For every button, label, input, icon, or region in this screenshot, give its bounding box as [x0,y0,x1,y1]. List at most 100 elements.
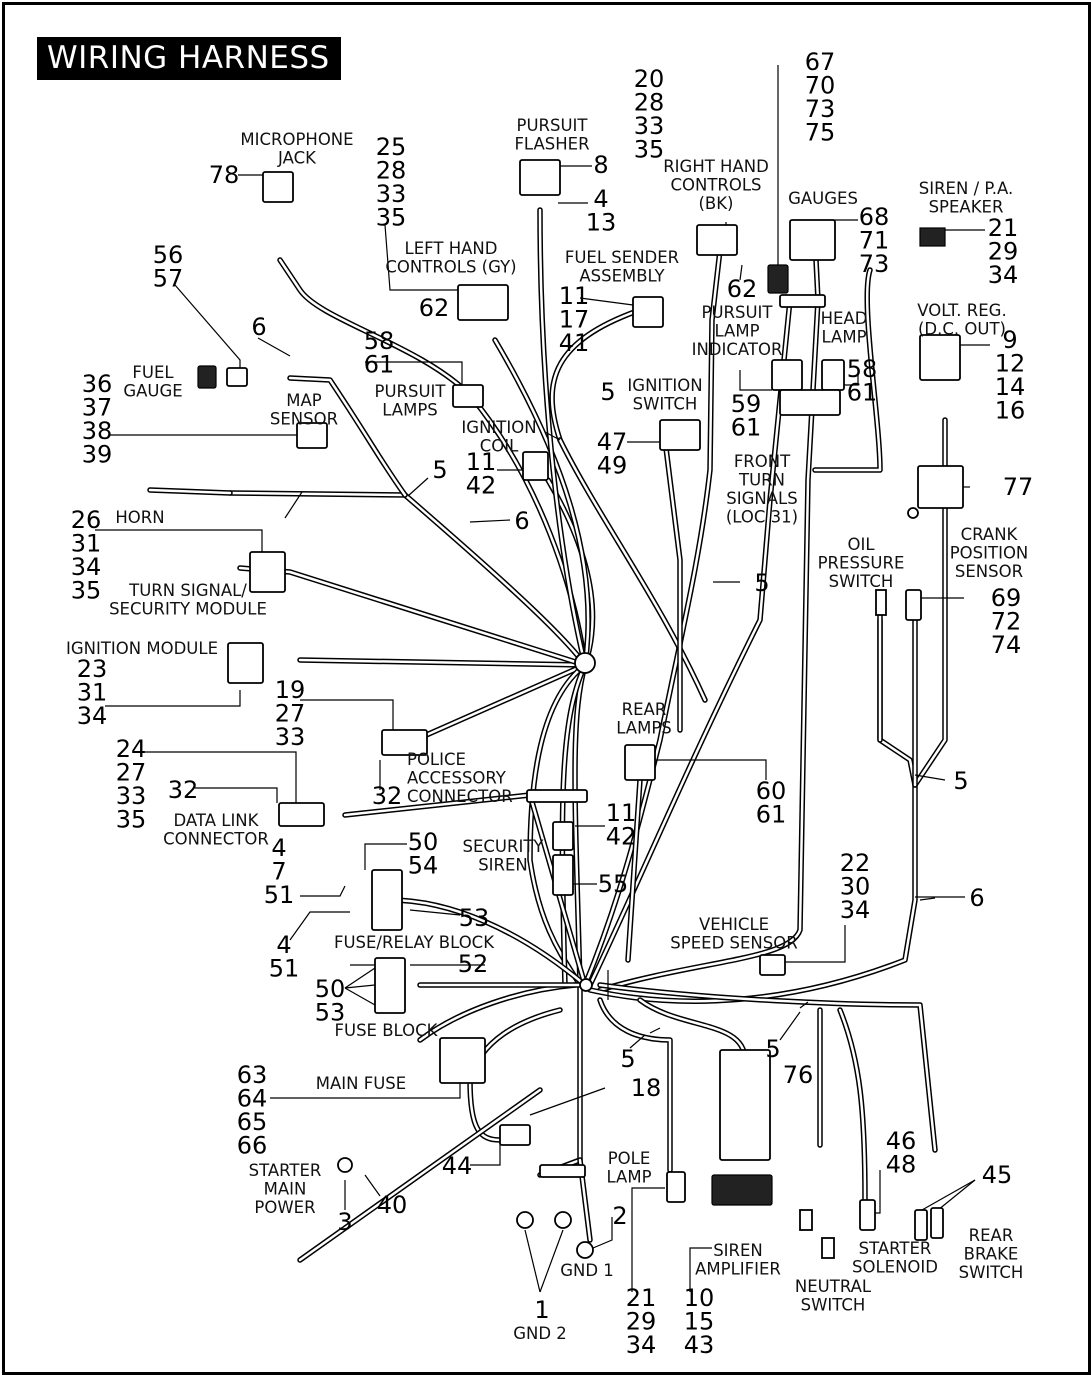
callout-c76-line: 76 [783,1061,814,1089]
label-ignition-coil-line: COIL [480,437,519,456]
label-data-link-connector-line: CONNECTOR [163,830,269,849]
callout-c5d: 5 [953,767,968,795]
leader-line-58 [544,431,561,441]
leader-line-19 [105,690,241,707]
harness-wire-10 [237,565,588,668]
label-pursuit-lamps-line: PURSUIT [375,382,447,401]
leader-line-49 [592,1217,613,1249]
callout-c53a: 53 [459,904,490,932]
callout-c36-line: 38 [82,417,113,445]
callout-c2-line: 2 [612,1202,627,1230]
callout-c11a-line: 17 [559,306,590,334]
callout-c19-line: 19 [275,676,306,704]
callout-c52-line: 52 [458,950,489,978]
harness-wire-core-4 [913,418,947,787]
fuse-relay-block-body [371,869,403,931]
label-fuse-block-line: FUSE BLOCK [335,1021,439,1040]
leader-line-30 [785,925,846,963]
callout-c4-7-line: 4 [271,834,286,862]
harness-clamp [526,789,588,803]
callout-c5d-line: 5 [953,767,968,795]
callout-c76: 76 [783,1061,814,1089]
label-gnd2-line: GND 2 [513,1324,567,1343]
callout-c62b-line: 62 [419,294,450,322]
rear-brake-switch-connector-a [914,1209,928,1241]
harness-wire-core-9 [298,658,587,667]
callout-c67-line: 73 [805,95,836,123]
callout-c11c-line: 42 [606,823,637,851]
label-right-hand-controls-line: RIGHT HAND [663,157,769,176]
label-pursuit-lamps-line: LAMPS [382,401,438,420]
callout-c47-line: 47 [597,428,628,456]
callout-c23-line: 31 [77,679,108,707]
callout-c67-line: 75 [805,119,836,147]
pole-lamp-connector [666,1171,686,1203]
callout-c20-line: 35 [634,136,665,164]
police-accessory-connector-body [381,729,428,756]
callout-c6b: 6 [514,507,529,535]
leader-line-18 [95,529,263,552]
label-turn-signal-security-module-line: TURN SIGNAL/ [128,581,247,600]
label-police-accessory-connector-line: CONNECTOR [407,787,513,806]
fuel-gauge-connector [226,367,248,387]
gnd1-terminal [576,1241,594,1259]
harness-wire-core-28 [598,998,672,1172]
label-front-turn-signals-line: TURN [738,471,785,490]
leader-line-27 [364,843,407,870]
harness-wire-core-11 [228,491,587,667]
harness-wire-core-8 [838,1008,867,1202]
label-volt-reg-line: (D.C. OUT) [918,320,1006,339]
label-fuse-relay-block: FUSE/RELAY BLOCK [334,933,495,952]
label-oil-pressure-switch-line: SWITCH [829,572,894,591]
neutral-switch-terminal-b [821,1237,835,1259]
label-map-sensor-line: SENSOR [270,410,338,429]
callout-c62a-line: 62 [727,275,758,303]
label-rear-lamps-line: REAR [622,700,667,719]
callout-c77: 77 [1003,473,1034,501]
microphone-jack-body [262,171,294,203]
label-vehicle-speed-sensor-line: VEHICLE [699,915,769,934]
callout-c9-line: 16 [995,397,1026,425]
gauges-clamp [779,294,826,308]
leader-line-28 [300,885,346,897]
leader-line-56 [257,337,291,357]
siren-pa-speaker-connector [919,227,946,247]
callout-c46-line: 46 [886,1127,917,1155]
leader-line-50 [524,1229,541,1293]
callout-c45: 45 [982,1161,1013,1189]
label-rear-brake-switch-line: REAR [969,1226,1014,1245]
gnd2-terminal-b [554,1211,572,1229]
callout-c2: 2 [612,1202,627,1230]
leader-line-59 [407,477,429,497]
callout-c40: 40 [377,1191,408,1219]
oil-pressure-switch-body [875,589,887,616]
callout-c58a-line: 58 [364,327,395,355]
callout-c32b-line: 32 [372,782,403,810]
label-starter-main-power-line: POWER [254,1198,315,1217]
pursuit-lamp-indicator-connector [771,359,803,391]
label-pursuit-lamp-indicator-line: LAMP [714,322,759,341]
label-turn-signal-security-module-line: SECURITY MODULE [109,600,267,619]
fuel-sender-connector [632,296,664,328]
rear-lamps-connector [624,744,656,781]
callout-c46-line: 48 [886,1151,917,1179]
label-pursuit-flasher-line: FLASHER [514,135,589,154]
leader-line-7 [739,264,743,281]
security-siren-body [552,854,574,896]
